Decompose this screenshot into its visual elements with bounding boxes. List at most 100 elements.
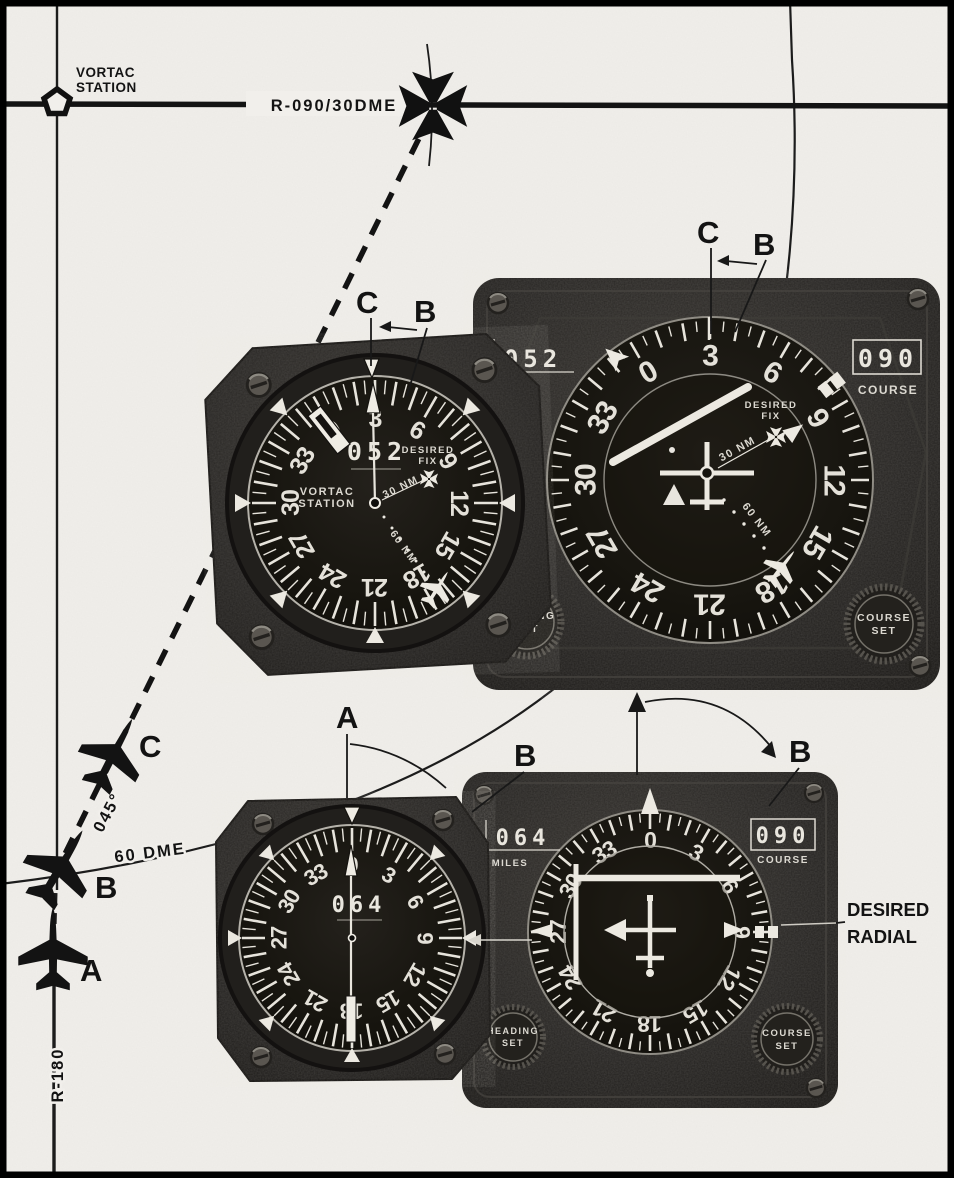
radial-090-line [4, 101, 950, 109]
radial-090-label-bg [246, 91, 422, 116]
heading-marker-icon [641, 788, 659, 814]
upper-annotations: C B C B [356, 215, 775, 397]
screw-icon [431, 808, 455, 832]
number-two-needle-icon [307, 405, 351, 455]
upper-ci-inner-disc [603, 373, 817, 587]
lower-ci-course-value: 090 [756, 824, 811, 849]
screw-icon [470, 356, 499, 384]
card-numeral: 27 [267, 926, 292, 949]
dial-dot [669, 447, 675, 453]
screw-icon [249, 1045, 273, 1069]
vortac-station-label-1: VORTAC [76, 65, 135, 80]
upper-rmi-miles-value: 052 [347, 437, 407, 466]
upper-rmi-desired-fix-2: FIX [418, 456, 437, 467]
card-numeral: 30 [277, 490, 305, 516]
heading-bug-icon [605, 348, 630, 372]
radial-leader-arrow-icon [468, 934, 481, 946]
course-window-frame [750, 818, 816, 851]
dial-dot [646, 969, 654, 977]
course-set-label-1: COURSE [857, 612, 911, 624]
position-c-label: C [139, 729, 161, 764]
annotation-b-lower-rmi: B [514, 738, 536, 773]
screw-icon [486, 291, 510, 315]
card-numeral: 18 [637, 1011, 662, 1037]
annotation-c-upper-rmi: C [356, 285, 378, 320]
screw-icon [251, 812, 275, 836]
course-set-label-2: SET [776, 1041, 799, 1052]
course-deviation-bar [609, 383, 752, 466]
bearing-needle-tail [345, 995, 357, 1043]
card-numeral: 12 [818, 464, 851, 496]
screw-icon [906, 287, 930, 311]
course-set-knob: COURSE SET [751, 1003, 823, 1075]
upper-ci-course-value: 090 [858, 344, 918, 373]
card-numeral: 21 [694, 588, 726, 621]
course-set-knob: COURSE SET [843, 583, 925, 665]
position-b-label: B [95, 870, 117, 905]
screw-icon [805, 1077, 827, 1099]
upper-rmi-station-1: VORTAC [300, 486, 355, 498]
desired-radial-leader [835, 921, 846, 924]
card-numeral: 9 [413, 932, 438, 944]
course-set-label-2: SET [872, 625, 897, 637]
up-arrow-icon [628, 692, 646, 712]
upper-ci-course-label: COURSE [858, 383, 918, 397]
annotation-b-upper-rmi: B [414, 294, 436, 329]
aircraft-symbol-top-square [647, 895, 653, 901]
screw-icon [908, 654, 932, 678]
lower-rmi-miles-value: 064 [332, 893, 387, 918]
annotation-b-lower-ci: B [789, 734, 811, 769]
card-numeral: 12 [445, 490, 473, 516]
needle-hub [369, 497, 381, 509]
course-arrow-head-icon [782, 424, 804, 443]
arc-arrowhead-icon [761, 741, 776, 758]
lubber-triangle-icon [343, 806, 361, 826]
annotation-b-upper-ci: B [753, 227, 775, 262]
range-30-line [717, 439, 769, 469]
heading-set-knob: HEADING SET [480, 1004, 546, 1070]
lower-ci-miles-value: 064 [496, 826, 551, 851]
desired-radial-leader-inner [780, 922, 837, 926]
screw-icon [247, 623, 276, 651]
annotation-a-lower-rmi: A [336, 700, 358, 735]
desired-radial-label-1: DESIRED [847, 899, 929, 920]
course-index-icon [755, 926, 778, 938]
course-index-icon [817, 371, 846, 399]
aircraft-symbol-hub [699, 465, 715, 481]
lower-ci-course-label: COURSE [757, 855, 809, 866]
bearing-needle-shaft [371, 412, 377, 504]
upper-rmi-desired-fix-1: DESIRED [402, 445, 455, 456]
heading-set-label-2: SET [502, 1038, 524, 1048]
heading-set-label-1: HEADING [487, 1026, 539, 1036]
right-pointer-icon [724, 922, 744, 938]
vortac-station-icon [40, 85, 74, 117]
screw-icon [245, 371, 273, 399]
card-numeral: 3 [702, 340, 718, 373]
range-30-line [381, 480, 423, 501]
vortac-station-label-2: STATION [76, 80, 137, 95]
lower-annotations: A B B DESIRED RADIAL [336, 692, 929, 947]
card-numeral: 21 [361, 573, 388, 601]
card-numeral: 30 [570, 464, 603, 496]
upper-ci-desired-fix-1: DESIRED [745, 400, 798, 411]
radial-090-label: R-090/30DME [271, 97, 398, 115]
desired-radial-label-2: RADIAL [847, 926, 917, 947]
lower-ci-miles-label: MILES [492, 858, 529, 869]
rotation-arrow-icon [717, 255, 729, 266]
screw-icon [803, 782, 825, 804]
to-from-triangle-icon [663, 484, 685, 505]
position-a-label: A [80, 953, 102, 988]
annotation-c-upper-ci: C [697, 215, 719, 250]
course-set-label-1: COURSE [762, 1028, 812, 1039]
screw-icon [433, 1042, 457, 1066]
screw-icon [484, 611, 512, 639]
screw-icon [473, 784, 495, 806]
upper-ci-desired-fix-2: FIX [761, 411, 780, 422]
bezel-reference-marks [235, 397, 515, 643]
needle-hub [347, 933, 357, 943]
